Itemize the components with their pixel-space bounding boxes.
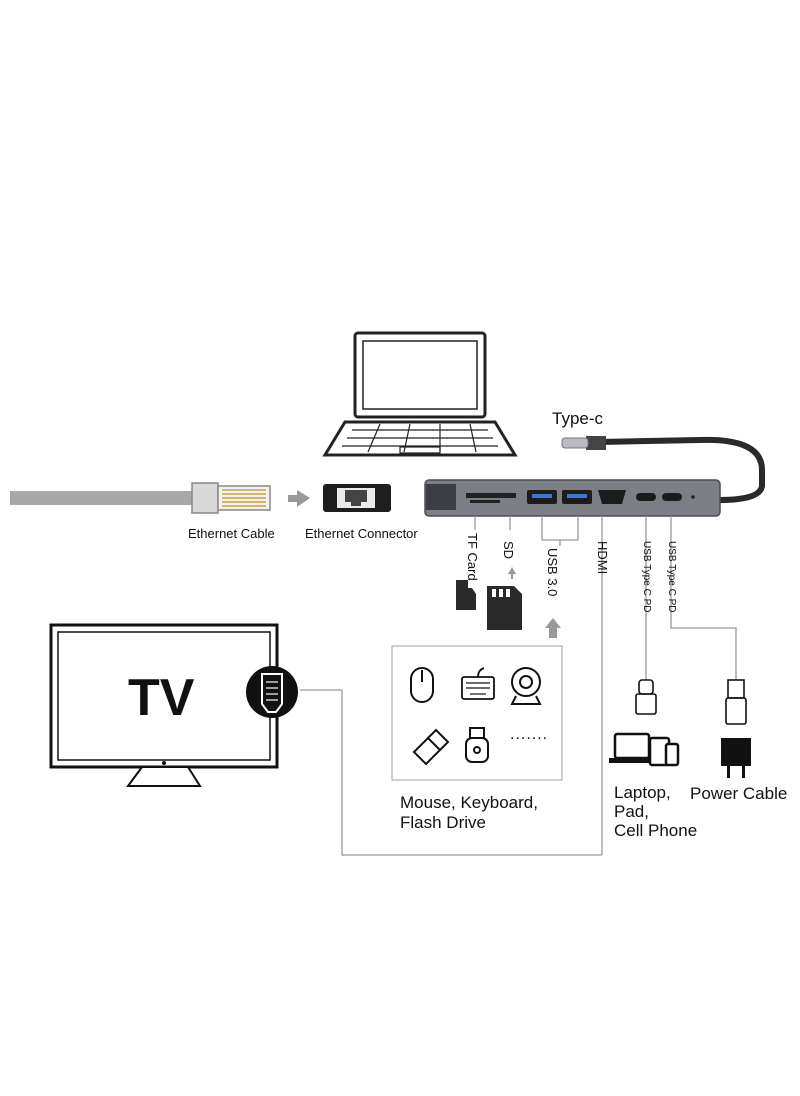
usb-stick-icon bbox=[465, 727, 489, 763]
peripherals-label-line1: Mouse, Keyboard, bbox=[400, 793, 538, 812]
usb-a-plug-icon bbox=[725, 679, 747, 725]
hdmi-port-icon bbox=[246, 666, 298, 718]
ethernet-cable-icon bbox=[10, 482, 271, 514]
mouse-icon bbox=[410, 667, 434, 703]
devices-label-line1: Laptop, bbox=[614, 783, 671, 802]
peripherals-label-line2: Flash Drive bbox=[400, 813, 486, 832]
power-adapter-icon bbox=[721, 738, 751, 778]
type-c-label: Type-c bbox=[552, 409, 604, 428]
tv-label: TV bbox=[128, 669, 195, 727]
tf-card-icon bbox=[456, 580, 476, 610]
usb30-label: USB 3.0 bbox=[545, 548, 560, 597]
devices-label-line2: Pad, bbox=[614, 802, 649, 821]
ethernet-connector-icon bbox=[323, 484, 391, 512]
devices-label-line3: Cell Phone bbox=[614, 821, 698, 840]
type-c-plug-icon bbox=[635, 679, 657, 715]
devices-icon bbox=[609, 732, 680, 767]
laptop-icon bbox=[322, 331, 518, 457]
ethernet-connector-label: Ethernet Connector bbox=[305, 526, 418, 541]
power-cable-label: Power Cable bbox=[690, 784, 788, 803]
sd-card-icon bbox=[487, 586, 522, 630]
flash-drive-icon bbox=[412, 728, 450, 766]
peripherals-box bbox=[391, 645, 563, 781]
tf-card-label: TF Card bbox=[465, 533, 480, 581]
more-dots: ....... bbox=[510, 726, 549, 743]
usb-pd-label-2: USB Type C PD bbox=[666, 541, 677, 613]
usb-pd-label-1: USB Type C PD bbox=[641, 541, 652, 613]
type-c-cable bbox=[561, 436, 765, 503]
arrow-up-icon bbox=[508, 567, 561, 638]
webcam-icon bbox=[510, 667, 542, 705]
hdmi-label: HDMI bbox=[595, 541, 610, 575]
tv-icon bbox=[49, 623, 279, 787]
arrow-icon bbox=[288, 490, 310, 507]
keyboard-icon bbox=[461, 667, 495, 700]
port-lines bbox=[300, 516, 737, 856]
sd-label: SD bbox=[501, 541, 516, 560]
ethernet-cable-label: Ethernet Cable bbox=[188, 526, 275, 541]
usb-hub-icon bbox=[424, 479, 721, 517]
